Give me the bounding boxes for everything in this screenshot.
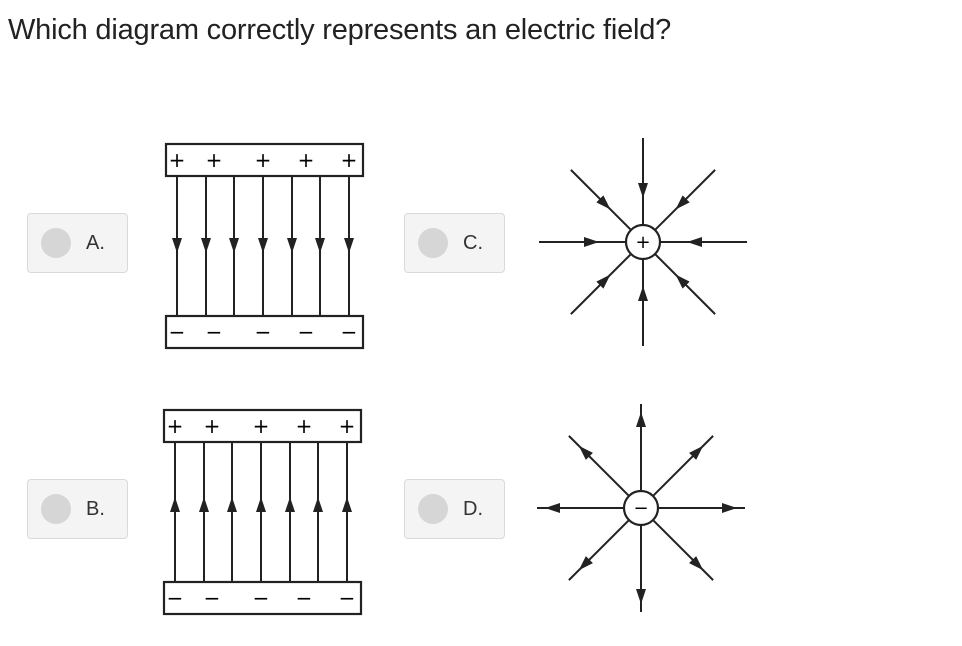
diagram-d-field-lines	[537, 404, 745, 612]
plus-sign: +	[341, 148, 358, 172]
field-arrowhead	[675, 195, 690, 210]
field-arrowhead	[638, 286, 648, 301]
field-arrowhead	[258, 238, 268, 253]
minus-sign: −	[296, 586, 313, 610]
diagram-c-field-lines	[539, 138, 747, 346]
field-arrowhead	[578, 445, 593, 460]
diagram-a-negative-plate	[164, 314, 365, 350]
option-d-button[interactable]: D.	[404, 479, 505, 539]
plus-sign: +	[206, 148, 223, 172]
minus-sign: −	[167, 586, 184, 610]
field-arrowhead	[584, 237, 599, 247]
minus-sign: −	[341, 320, 358, 344]
option-d-radio[interactable]	[418, 494, 448, 524]
field-arrowhead	[172, 238, 182, 253]
field-arrowhead	[689, 556, 704, 571]
diagram-d-negative-charge: −	[537, 404, 745, 612]
diagram-a-minus-signs: −−−−−	[169, 320, 358, 344]
diagram-c-charge-sign: +	[635, 232, 650, 253]
field-arrowhead	[201, 238, 211, 253]
field-arrowhead	[636, 412, 646, 427]
option-c-radio[interactable]	[418, 228, 448, 258]
field-arrowhead	[287, 238, 297, 253]
field-arrowhead	[170, 497, 180, 512]
option-c-button[interactable]: C.	[404, 213, 505, 273]
minus-sign: −	[204, 586, 221, 610]
question-text: Which diagram correctly represents an el…	[8, 14, 672, 46]
diagram-c-charge-circle	[624, 223, 662, 261]
field-arrowhead	[199, 497, 209, 512]
diagram-b-field-lines	[170, 442, 352, 582]
field-arrowhead	[315, 238, 325, 253]
plus-sign: +	[167, 414, 184, 438]
field-arrowhead	[596, 274, 611, 289]
option-a-button[interactable]: A.	[27, 213, 128, 273]
field-arrowhead	[722, 503, 737, 513]
plus-sign: +	[296, 414, 313, 438]
field-arrowhead	[636, 589, 646, 604]
plus-sign: +	[298, 148, 315, 172]
minus-sign: −	[206, 320, 223, 344]
plus-sign: +	[255, 148, 272, 172]
diagram-b-plates-arrows-up: +++++ −−−−−	[162, 408, 363, 616]
field-arrowhead	[256, 497, 266, 512]
field-arrowhead	[285, 497, 295, 512]
field-arrowhead	[342, 497, 352, 512]
plus-sign: +	[339, 414, 356, 438]
diagram-b-plus-signs: + + + + +	[167, 414, 356, 438]
option-a-radio[interactable]	[41, 228, 71, 258]
option-c-label: C.	[463, 231, 483, 254]
option-b-radio[interactable]	[41, 494, 71, 524]
option-d-label: D.	[463, 497, 483, 520]
minus-sign: −	[169, 320, 186, 344]
field-line	[652, 435, 714, 497]
field-arrowhead	[313, 497, 323, 512]
field-arrowhead	[596, 195, 611, 210]
field-arrowhead	[689, 445, 704, 460]
diagram-b-negative-plate	[162, 580, 363, 616]
field-arrowhead	[545, 503, 560, 513]
field-line	[568, 435, 630, 497]
option-a-label: A.	[86, 231, 105, 254]
minus-sign: −	[253, 586, 270, 610]
diagram-b-positive-plate	[162, 408, 363, 444]
plus-sign: +	[253, 414, 270, 438]
diagram-b-minus-signs: −−−−−	[167, 586, 356, 610]
field-arrowhead	[229, 238, 239, 253]
field-arrowhead	[227, 497, 237, 512]
minus-sign: −	[255, 320, 272, 344]
diagram-a-plates-arrows-down: +++++ −−−−−	[164, 142, 365, 350]
field-line	[652, 519, 714, 581]
option-b-button[interactable]: B.	[27, 479, 128, 539]
field-arrowhead	[344, 238, 354, 253]
minus-sign: −	[339, 586, 356, 610]
minus-sign: −	[298, 320, 315, 344]
plus-sign: +	[204, 414, 221, 438]
diagram-d-charge-sign: −	[633, 498, 648, 519]
diagram-a-field-lines	[172, 176, 354, 316]
diagram-c-positive-charge: +	[539, 138, 747, 346]
field-arrowhead	[578, 556, 593, 571]
diagram-d-charge-circle	[622, 489, 660, 527]
field-arrowhead	[675, 274, 690, 289]
plus-sign: +	[169, 148, 186, 172]
field-arrowhead	[687, 237, 702, 247]
option-b-label: B.	[86, 497, 105, 520]
diagram-a-positive-plate	[164, 142, 365, 178]
field-arrowhead	[638, 183, 648, 198]
field-line	[568, 519, 630, 581]
diagram-a-plus-signs: + + + + +	[169, 148, 358, 172]
